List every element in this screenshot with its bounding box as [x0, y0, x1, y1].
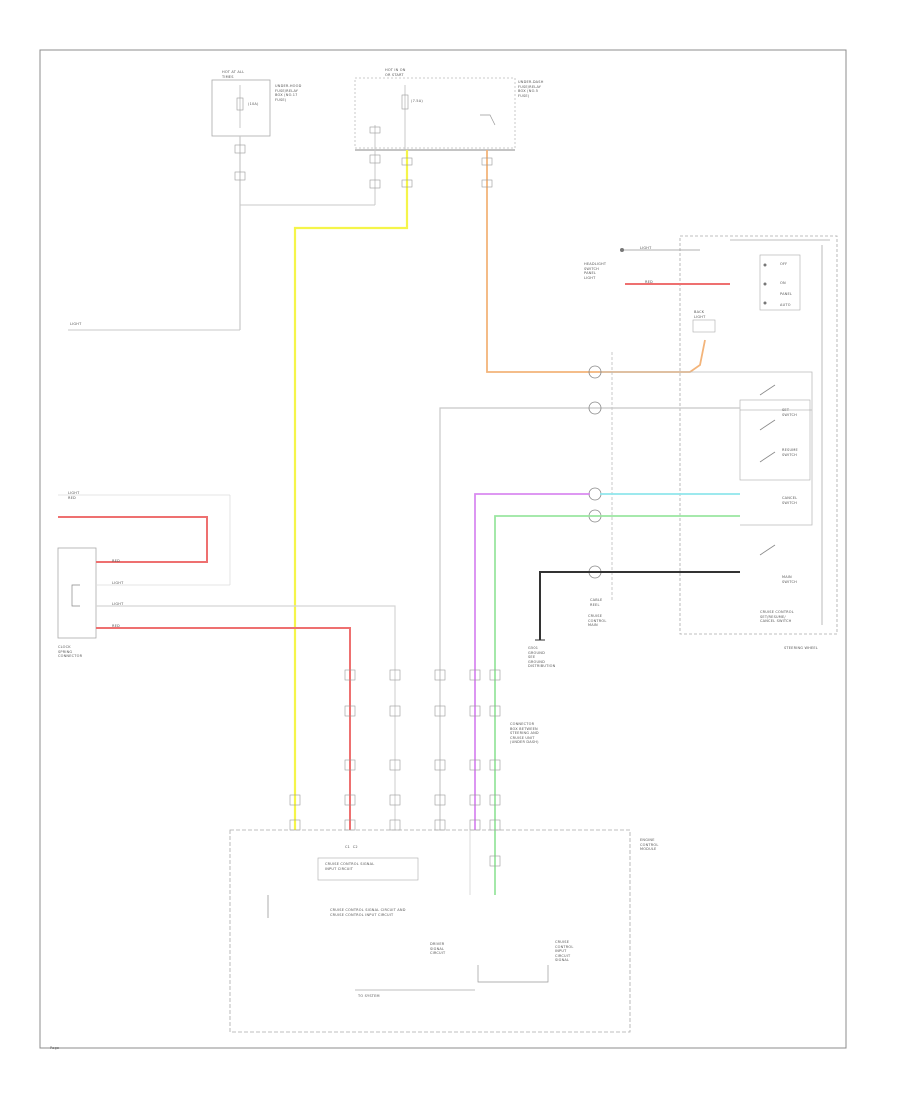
wire-green	[494, 515, 740, 895]
label-panel-auto: AUTO	[780, 303, 791, 307]
label-cancel-switch: CANCEL SWITCH	[782, 496, 798, 505]
label-ecm-inner-2: CRUISE CONTROL SIGNAL CIRCUIT AND CRUISE…	[330, 908, 406, 917]
label-panel-off: OFF	[780, 262, 788, 266]
label-ecm-pins: C1 C2	[345, 845, 358, 849]
label-left-note: LIGHT	[70, 322, 82, 326]
wire-red-left-bottom	[96, 627, 351, 830]
wire-gray	[439, 407, 740, 830]
label-steering-wheel: STEERING WHEEL	[784, 646, 818, 650]
label-ecm-inner-1: CRUISE CONTROL SIGNAL INPUT CIRCUIT	[325, 862, 375, 871]
label-panel-panel: PANEL	[780, 292, 793, 296]
label-cable-reel: CABLE REEL	[590, 598, 603, 607]
label-left-row-4: RED	[112, 624, 120, 628]
label-right-headlight: HEADLIGHT SWITCH PANEL LIGHT	[584, 262, 607, 280]
label-left-row-2: LIGHT	[112, 581, 124, 585]
wire-orange	[486, 150, 706, 373]
wire-yellow	[293, 150, 409, 830]
label-panel-on: ON	[780, 281, 786, 285]
label-main-switch: MAIN SWITCH	[782, 575, 797, 584]
label-left-connector-top: LIGHT RED	[68, 491, 80, 500]
label-under-dash-fuse-2: UNDER-DASH FUSE/RELAY BOX (NO.5 FUSE)	[518, 80, 544, 98]
wire-magenta	[474, 493, 590, 830]
label-connector-note: CONNECTOR BOX BETWEEN STEERING AND CRUIS…	[510, 722, 539, 744]
label-ecm-driver: DRIVER SIGNAL CIRCUIT	[430, 942, 446, 955]
diagram-frame	[39, 49, 847, 1049]
label-left-row-1: RED	[112, 559, 120, 563]
label-ground-back-light: BACK LIGHT	[694, 310, 706, 319]
label-right-top-wire: LIGHT	[640, 246, 652, 250]
label-left-connector: CLOCK SPRING CONNECTOR	[58, 645, 83, 658]
label-resume-switch: RESUME SWITCH	[782, 448, 798, 457]
wire-black	[539, 571, 740, 640]
label-ecm-bottom: TO SYSTEM	[358, 994, 380, 998]
label-hot-at-all-times-2: HOT IN ON OR START	[385, 68, 406, 77]
label-ecm: ENGINE CONTROL MODULE	[640, 838, 659, 851]
label-set-switch: SET SWITCH	[782, 408, 797, 417]
ecm-box	[229, 829, 631, 1033]
label-page-no: Page	[50, 1046, 60, 1050]
label-fuse-a-2: (7.5A)	[411, 99, 423, 103]
label-column-mid: CRUISE CONTROL MAIN	[588, 614, 607, 627]
label-fuse-a-1: (10A)	[248, 102, 259, 106]
label-left-row-3: LIGHT	[112, 602, 124, 606]
label-ecm-driver-2: CRUISE CONTROL INPUT CIRCUIT SIGNAL	[555, 940, 574, 962]
label-under-hood-fuse-1: UNDER-HOOD FUSE/RELAY BOX (NO.17 FUSE)	[275, 84, 302, 102]
label-hot-at-all-times-1: HOT AT ALL TIMES	[222, 70, 245, 79]
wire-red-left-top	[58, 516, 208, 563]
fuse-box-left	[211, 79, 271, 137]
label-right-red-wire: RED	[645, 280, 653, 284]
left-connector	[57, 547, 97, 639]
steering-wheel-box	[679, 235, 838, 635]
fuse-box-center	[354, 77, 516, 149]
label-ground-g501: G501 GROUND SEE GROUND DISTRIBUTION	[528, 646, 556, 668]
label-cruise-control-switch: CRUISE CONTROL SET/RESUME/ CANCEL SWITCH	[760, 610, 794, 623]
